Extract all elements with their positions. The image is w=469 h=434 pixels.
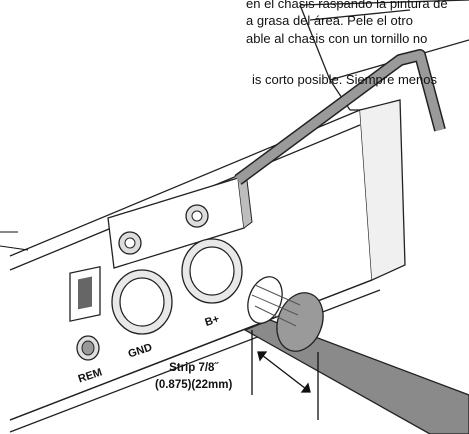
screw-terminal-block xyxy=(107,171,253,269)
bplus-terminal xyxy=(181,238,243,304)
strip-label: Strip 7/8˝ (0.875)(22mm) xyxy=(155,360,232,394)
gnd-terminal xyxy=(111,269,173,335)
instruction-line-4: is corto posible. Siempre menos xyxy=(252,72,437,87)
strip-line-1: Strip 7/8˝ xyxy=(169,362,219,374)
power-wire xyxy=(243,276,469,434)
rem-terminal xyxy=(69,265,101,361)
stripped-wire-strands xyxy=(247,276,283,324)
strip-line-2: (0.875)(22mm) xyxy=(155,379,233,391)
wire-insulation-end xyxy=(276,292,324,352)
instruction-line-3: able al chasis con un tornillo no xyxy=(246,31,428,46)
strip-measure xyxy=(251,330,319,420)
hex-key-icon xyxy=(234,49,446,185)
instruction-line-2: a grasa del área. Pele el otro xyxy=(246,13,413,28)
instruction-line-1: en el chasis raspando la pintura de xyxy=(246,0,448,11)
leader-lines xyxy=(0,231,29,251)
